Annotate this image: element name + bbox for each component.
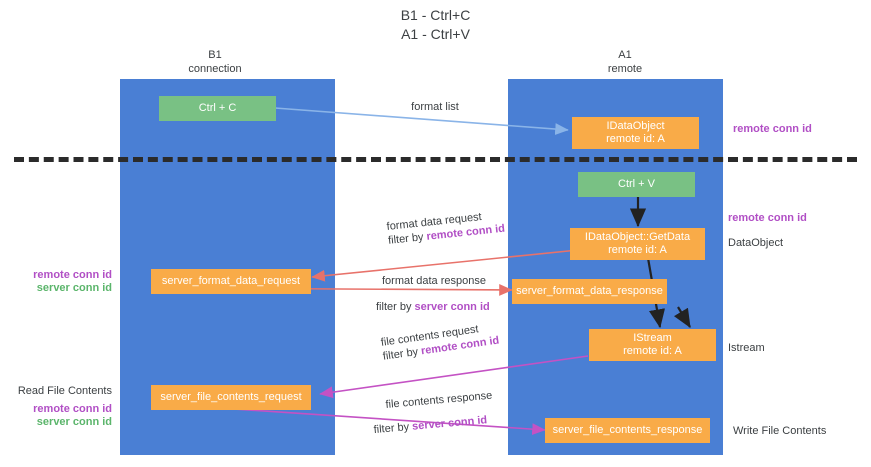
- node-ctrl-c-label: Ctrl + C: [198, 102, 237, 114]
- server-conn-id-text-2: server conn id: [411, 414, 488, 433]
- node-idataobject-label: IDataObject: [606, 120, 665, 132]
- edge-label-format-data-request-group: format data request filter by remote con…: [386, 208, 506, 248]
- server-conn-id-text: server conn id: [414, 301, 490, 313]
- node-ctrl-c[interactable]: Ctrl + C: [159, 96, 276, 121]
- diagram-title-line2: A1 - Ctrl+V: [401, 26, 470, 42]
- annotation-remote-conn-id-top: remote conn id: [733, 123, 812, 135]
- edge-label-format-list: format list: [411, 101, 459, 113]
- lane-header-b1-subtitle: connection: [188, 63, 242, 75]
- node-istream-label: IStream: [633, 332, 672, 344]
- annotation-left-remote-conn-id-bottom: remote conn id: [33, 403, 112, 415]
- annotation-write-file-contents: Write File Contents: [733, 425, 827, 437]
- edge-label-file-contents-request-group: file contents request filter by remote c…: [380, 320, 500, 364]
- edge-label-format-data-response: format data response: [382, 275, 486, 287]
- lane-header-a1-subtitle: remote: [607, 63, 643, 75]
- node-ctrl-v[interactable]: Ctrl + V: [578, 172, 695, 197]
- annotation-istream: Istream: [728, 342, 765, 354]
- node-server-file-contents-request[interactable]: server_file_contents_request: [151, 385, 311, 410]
- lane-header-a1-title: A1: [618, 49, 632, 61]
- edge-label-file-contents-response-filter: filter by server conn id: [373, 413, 495, 437]
- edge-label-format-data-response-filter: filter by server conn id: [376, 300, 490, 314]
- edge-label-file-contents-response-group: file contents response filter by server …: [373, 389, 495, 436]
- annotation-read-file-contents: Read File Contents: [17, 385, 112, 397]
- node-server-format-data-request-label: server_format_data_request: [161, 275, 301, 287]
- node-getdata-label: IDataObject::GetData: [584, 231, 691, 243]
- edge-label-file-contents-response: file contents response: [385, 389, 493, 411]
- node-idataobject-sub: remote id: A: [606, 133, 665, 145]
- diagram-title-line1: B1 - Ctrl+C: [400, 7, 471, 23]
- node-istream[interactable]: IStream remote id: A: [589, 329, 716, 361]
- node-server-file-contents-response-label: server_file_contents_response: [552, 424, 703, 436]
- lane-header-b1-title: B1: [208, 49, 222, 61]
- node-getdata[interactable]: IDataObject::GetData remote id: A: [570, 228, 705, 260]
- section-divider: [14, 157, 857, 162]
- node-idataobject[interactable]: IDataObject remote id: A: [572, 117, 699, 149]
- annotation-remote-conn-id-mid: remote conn id: [728, 212, 807, 224]
- annotation-left-remote-conn-id-mid: remote conn id: [33, 269, 112, 281]
- node-server-file-contents-response[interactable]: server_file_contents_response: [545, 418, 710, 443]
- node-ctrl-v-label: Ctrl + V: [618, 178, 655, 190]
- node-server-format-data-response[interactable]: server_format_data_response: [512, 279, 667, 304]
- filter-by-text-3: filter by: [382, 345, 419, 363]
- node-getdata-sub: remote id: A: [608, 244, 667, 256]
- filter-by-text-2: filter by: [376, 301, 412, 313]
- annotation-left-server-conn-id-bottom: server conn id: [36, 416, 112, 428]
- filter-by-text: filter by: [387, 231, 425, 247]
- edge-label-format-data-response-group: format data response filter by server co…: [376, 274, 490, 314]
- annotation-dataobject: DataObject: [728, 237, 784, 249]
- node-server-file-contents-request-label: server_file_contents_request: [160, 391, 302, 403]
- filter-by-text-4: filter by: [373, 421, 410, 437]
- node-server-format-data-request[interactable]: server_format_data_request: [151, 269, 311, 294]
- node-server-format-data-response-label: server_format_data_response: [516, 285, 663, 297]
- node-istream-sub: remote id: A: [623, 345, 682, 357]
- annotation-left-server-conn-id-mid: server conn id: [36, 282, 112, 294]
